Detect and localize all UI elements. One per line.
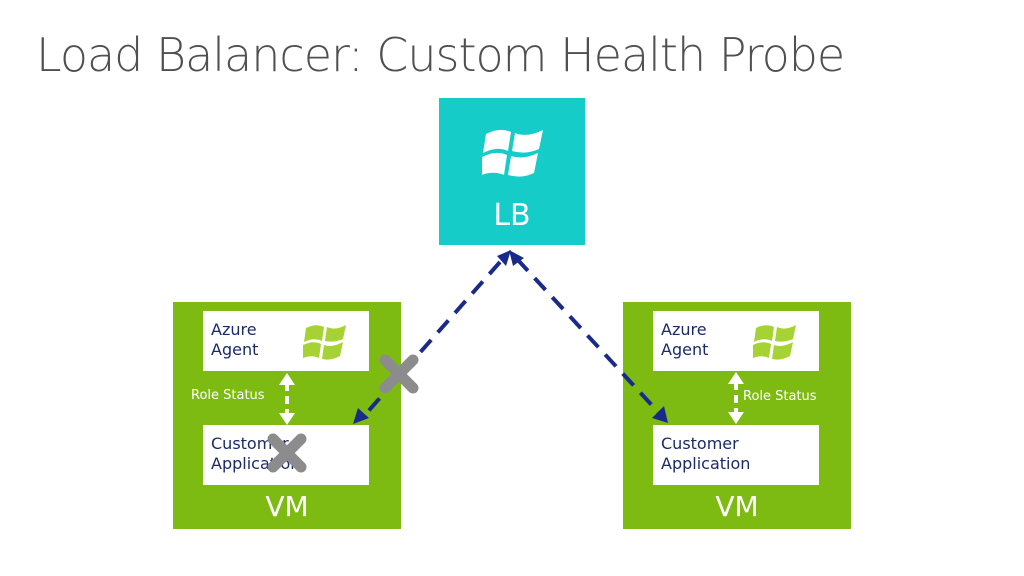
windows-logo-icon: [303, 325, 346, 360]
azure-agent-panel: Azure Agent: [203, 311, 369, 371]
arrow-head-left-bottom: [353, 408, 369, 424]
vm-label: VM: [265, 490, 309, 523]
vm-label: VM: [715, 490, 759, 523]
failure-x-icon: [267, 433, 307, 473]
probe-line-right: [515, 257, 662, 416]
arrow-head-right-top: [509, 250, 524, 266]
agent-label-line1: Azure: [211, 320, 257, 339]
application-label-line2: Application: [661, 454, 751, 473]
role-status-label: Role Status: [191, 388, 265, 403]
lb-label: LB: [493, 198, 531, 233]
page-title: Load Balancer: Custom Health Probe: [36, 28, 845, 82]
customer-application-panel: Customer Application: [653, 425, 819, 485]
arrow-head-left-top: [497, 250, 511, 266]
windows-logo-icon: [482, 129, 543, 177]
agent-label-line1: Azure: [661, 320, 707, 339]
agent-label-line2: Agent: [211, 340, 259, 359]
agent-label-line2: Agent: [661, 340, 709, 359]
windows-logo-icon: [753, 325, 796, 360]
role-status-arrow-right: [728, 372, 744, 424]
role-status-arrow-left: [279, 373, 295, 425]
arrow-head-right-bottom: [652, 406, 668, 423]
load-balancer-box: LB: [439, 98, 585, 245]
role-status-label: Role Status: [743, 389, 817, 404]
azure-agent-panel: Azure Agent: [653, 311, 819, 371]
application-label-line1: Customer: [661, 434, 739, 453]
failure-x-icon: [379, 354, 419, 394]
